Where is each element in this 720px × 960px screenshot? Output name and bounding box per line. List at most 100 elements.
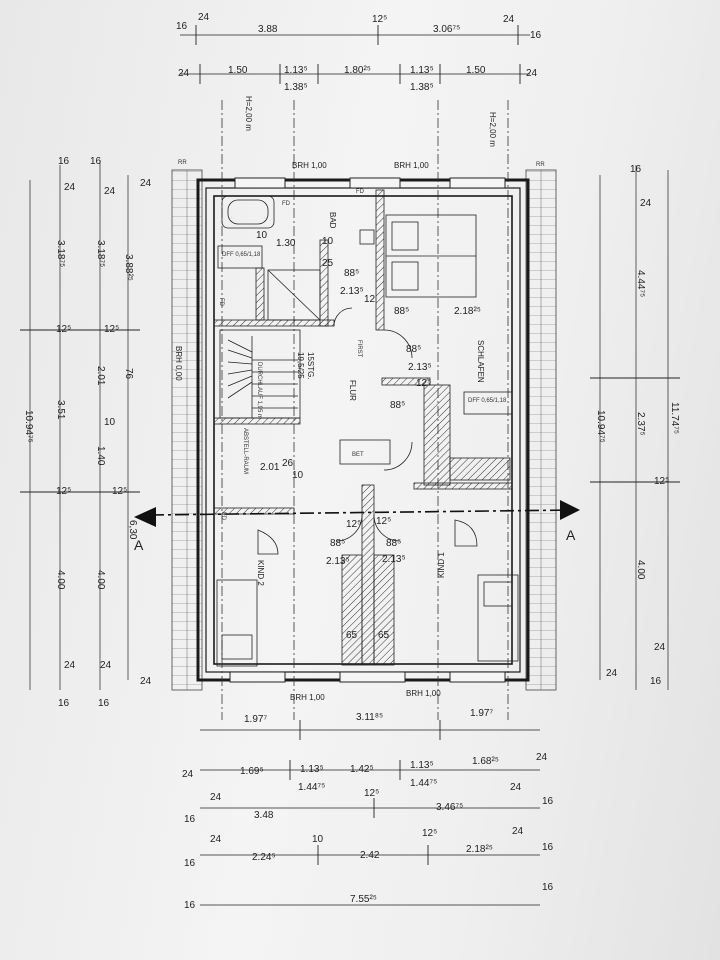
bottom-dim: 1.69⁵ [240,766,264,777]
inner-dim: 88⁵ [390,400,405,411]
staircase [219,329,301,419]
fd-label-4: FD [220,512,226,521]
dim-top1-3: 12⁵ [372,14,387,25]
dim-top2-5: 1.13⁵ [410,65,434,76]
inner-dim: 2.13⁵ [382,554,406,565]
left-dimensions: 16 24 3.18⁷⁵ 12⁵ 3.51 12⁵ 4.00 24 16 10.… [23,156,152,709]
right-dim: 16 [630,164,642,175]
dff-right: DFF 0,65/1,18 [468,398,507,404]
bottom-dim: 1.44⁷⁵ [298,782,325,793]
bottom-dim: 1.42⁵ [350,764,374,775]
dim-top2-4: 1.80²⁵ [344,65,371,76]
left-dim: 16 [58,156,70,167]
bottom-dim: 24 [210,792,222,803]
dim-top1-2: 3.88 [258,24,278,35]
bottom-dim: 1.68²⁵ [472,756,499,767]
door-swings [333,307,413,542]
left-dim: 4.00 [95,570,106,590]
bottom-dim: 16 [542,882,554,893]
bottom-dim: 16 [184,900,196,911]
left-dim: 10 [104,417,116,428]
room-schlafen: SCHLAFEN [476,340,485,383]
bottom-dim: 2.18²⁵ [466,844,493,855]
inner-dim: 12⁵ [376,516,391,527]
right-dimensions: 16 24 4.44⁷⁵ 2.37⁵ 12⁵ 4.00 24 16 10.94⁷… [595,164,680,687]
bathtub [221,195,275,229]
bottom-dim: 3.11⁸⁵ [356,712,383,723]
bottom-dim: 3.48 [254,810,274,821]
section-line [134,500,580,527]
stair-ratio: 19,5/25 [296,352,305,379]
bottom-dim: 16 [184,858,196,869]
dim-top1-6: 16 [530,30,542,41]
windows [229,177,506,683]
section-mark-left: A [134,537,144,553]
right-dim: 12⁵ [654,476,669,487]
room-flur: FLUR [348,380,357,401]
inner-dim: 12 [364,294,376,305]
left-dim: 3.51 [55,400,66,420]
inner-dim: 2.13⁵ [326,556,350,567]
bottom-dim: 1.13⁵ [300,764,324,775]
inner-dim: 88⁵ [406,344,421,355]
dim-top2-0: 24 [178,68,190,79]
dim-top1-0: 16 [176,21,188,32]
height-label-left: H=2,00 m [244,96,253,131]
inner-dim: 88⁵ [386,538,401,549]
left-dim: 24 [100,660,112,671]
room-bet: BET [352,452,364,458]
inner-dim: 26 [282,458,294,469]
dim-top2-8: 24 [526,68,538,79]
left-dim: 24 [104,186,116,197]
brh-top-right: BRH 1,00 [394,161,429,170]
right-dim: 24 [640,198,652,209]
room-kind2: KIND 2 [256,560,265,586]
left-dim: 3.88²⁵ [123,254,134,281]
bottom-dim: 24 [210,834,222,845]
bottom-dim: 24 [512,826,524,837]
bottom-dim: 10 [312,834,324,845]
fd-label-1: FD [282,201,291,207]
desk-kind1 [454,519,478,547]
inner-dim: 65 [346,630,358,641]
inner-dim: 12⁵ [346,519,361,530]
bottom-dim: 12⁵ [364,788,379,799]
bottom-dim: 24 [536,752,548,763]
dimension-lines [29,34,669,906]
dim-top2-7: 1.50 [466,65,486,76]
section-mark-right: A [566,527,576,543]
bottom-dim: 7.55²⁵ [350,894,377,905]
right-dim: 16 [650,676,662,687]
inner-dim: 2.13⁵ [408,362,432,373]
right-dim: 10.94⁷⁵ [595,410,606,443]
stair-note: DURCHLAUF 1,95 m [256,362,262,419]
desk-kind2 [257,529,279,555]
inner-dim: 10 [256,230,268,241]
brh-bottom-right: BRH 1,00 [406,689,441,698]
shower [267,269,321,321]
dim-top2-6: 1.38⁵ [410,82,434,93]
inner-dim: 12⁵ [416,378,431,389]
inner-dim: 10 [292,470,304,481]
rr-left: RR [178,160,187,166]
left-dim: 24 [140,676,152,687]
dff-left: DFF 0,65/1,18 [222,252,261,258]
left-dim: 24 [64,660,76,671]
left-dim: 3.18⁷⁵ [55,240,66,267]
right-dim: 24 [654,642,666,653]
bottom-dim: 2.24⁵ [252,852,276,863]
bottom-dim: 24 [510,782,522,793]
right-dim: 11.74⁷⁵ [669,402,680,434]
left-dim: 12⁵ [56,486,71,497]
rr-right: RR [536,162,545,168]
brh-left: BRH 0,00 [174,346,183,381]
section-height: 6,30 [127,520,138,540]
dim-top2-2: 1.13⁵ [284,65,308,76]
left-dim: 12⁵ [104,324,119,335]
bottom-dim: 16 [184,814,196,825]
inner-dim: 10 [322,236,334,247]
bed-kind1 [477,574,519,662]
bottom-dim: 1.97⁷ [470,708,493,719]
dim-top1-5: 24 [503,14,515,25]
fd-label-3: FD [218,298,224,307]
